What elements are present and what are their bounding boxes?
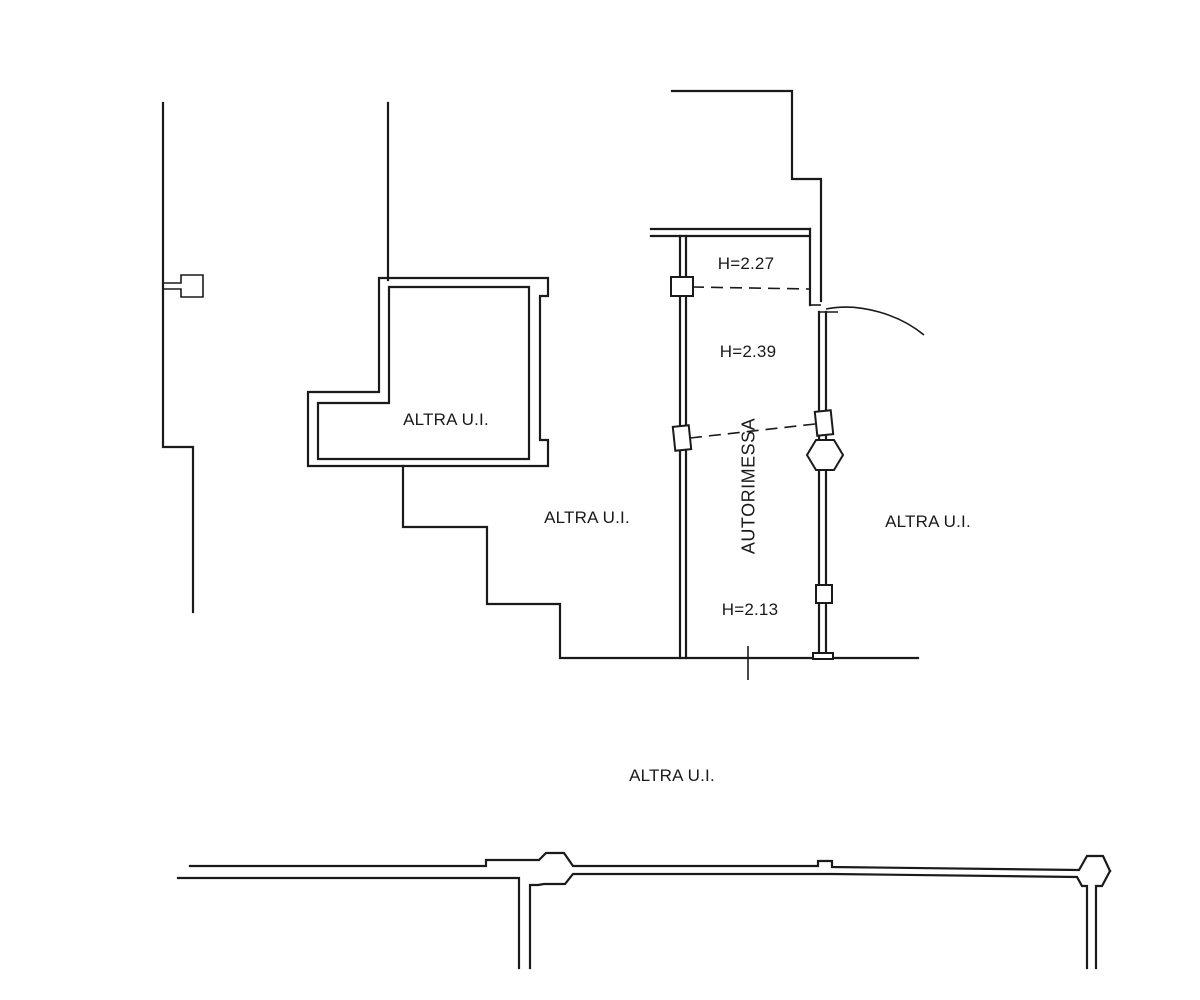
label-other-unit-bottom: ALTRA U.I. [629,766,715,785]
columns [670,276,845,604]
label-other-unit-middle: ALTRA U.I. [544,508,630,527]
label-garage: AUTORIMESSA [738,417,759,555]
label-height-mid: H=2.39 [719,342,777,361]
label-other-unit-right: ALTRA U.I. [885,512,971,531]
label-height-top: H=2.27 [717,254,775,273]
left-wall [161,101,204,614]
label-other-unit-store: ALTRA U.I. [403,410,489,429]
storage-room-walls [306,276,550,468]
beam-lines [689,286,816,439]
stepped-boundary [401,464,920,660]
label-height-bottom: H=2.13 [721,600,779,619]
bottom-wall [176,851,1112,970]
garage-walls [649,89,925,680]
